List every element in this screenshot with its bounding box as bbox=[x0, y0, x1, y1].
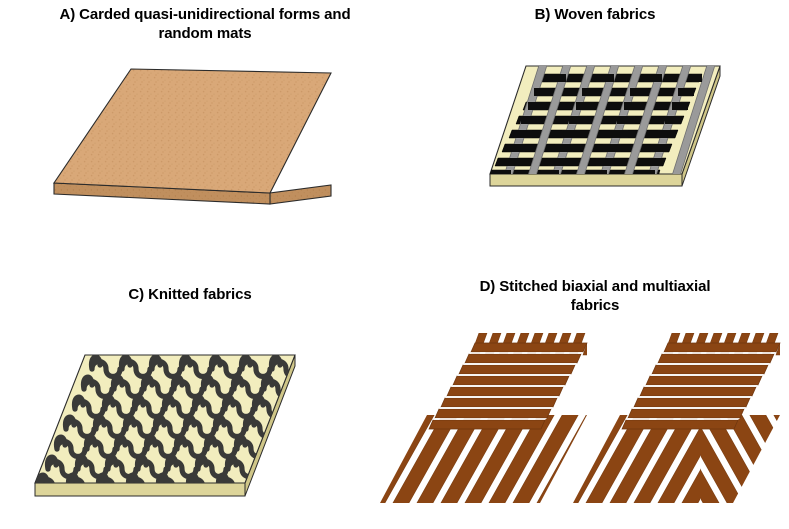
panel-a-carded: A) Carded quasi-unidirectional forms and… bbox=[0, 0, 400, 265]
knit-row bbox=[88, 355, 300, 376]
stitched-multiaxial-stacks bbox=[375, 325, 789, 510]
biaxial-upper-horizontal-layer bbox=[428, 342, 588, 430]
knit-row bbox=[80, 374, 292, 396]
knit-row bbox=[53, 434, 265, 456]
panel-a-caption: A) Carded quasi-unidirectional forms and… bbox=[30, 5, 380, 43]
carded-mat-slab bbox=[48, 62, 348, 207]
knitted-fabric-svg bbox=[34, 354, 300, 497]
panel-b-woven: B) Woven fabrics bbox=[400, 0, 789, 265]
knitted-fabric-plate bbox=[30, 343, 320, 513]
woven-fabric-svg bbox=[489, 65, 721, 187]
mat-side-face bbox=[269, 184, 332, 205]
knit-row bbox=[44, 454, 256, 476]
multiaxial-upper-horizontal-layer bbox=[621, 342, 781, 430]
panel-c-caption: C) Knitted fabrics bbox=[20, 285, 360, 304]
panel-c-caption-line-1: C) Knitted fabrics bbox=[128, 286, 252, 303]
panel-d-caption-line-1: D) Stitched biaxial and multiaxial bbox=[479, 278, 711, 295]
panel-d-caption: D) Stitched biaxial and multiaxial fabri… bbox=[425, 277, 765, 315]
plate-front-edge bbox=[489, 173, 683, 187]
woven-tows-group bbox=[490, 66, 717, 174]
multiaxial-stack bbox=[573, 333, 781, 503]
panel-b-caption-line-1: B) Woven fabrics bbox=[534, 6, 656, 23]
panel-d-caption-line-2: fabrics bbox=[570, 297, 620, 315]
weave-crossovers bbox=[493, 74, 702, 174]
carded-mat-svg bbox=[52, 68, 332, 205]
stitched-stacks-svg bbox=[380, 333, 781, 503]
panel-d-stitched: D) Stitched biaxial and multiaxial fabri… bbox=[380, 265, 789, 529]
mat-top-face bbox=[52, 68, 332, 194]
woven-fabric-plate bbox=[488, 58, 728, 208]
biaxial-stack bbox=[380, 333, 588, 503]
knit-stitch-group bbox=[35, 355, 300, 483]
panel-a-caption-line-1: A) Carded quasi-unidirectional forms and bbox=[59, 6, 351, 23]
knit-row bbox=[35, 472, 247, 483]
knit-plate-front-edge bbox=[34, 482, 246, 497]
panel-a-caption-line-2: random mats bbox=[158, 25, 252, 43]
panel-c-knitted: C) Knitted fabrics bbox=[0, 265, 400, 529]
panel-b-caption: B) Woven fabrics bbox=[430, 5, 760, 24]
knit-row bbox=[71, 394, 283, 416]
knit-row bbox=[62, 414, 274, 436]
